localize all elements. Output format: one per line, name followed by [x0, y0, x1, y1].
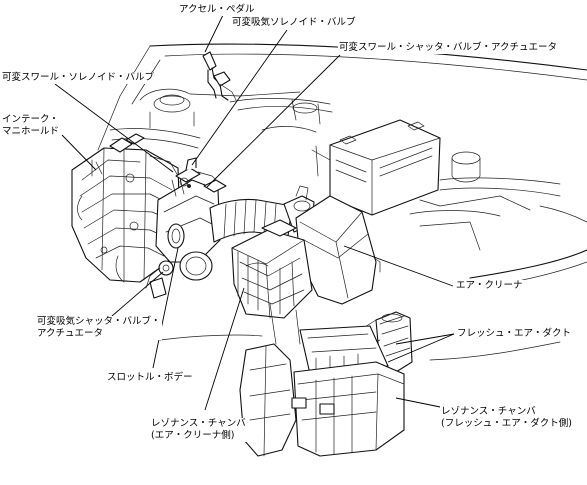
label-resonance-chamber-fd-line1: レゾナンス・チャンバ — [441, 406, 536, 417]
label-accelerator-pedal: アクセル・ペダル — [178, 4, 256, 16]
resonance-chamber-part — [239, 303, 405, 457]
label-vacuum-solenoid-valve: 可変吸気ソレノイド・バルブ — [231, 17, 357, 29]
label-swirl-shutter-actuator-text: 可変スワール・シャッタ・バルブ・アクチュエータ — [339, 42, 558, 53]
label-intake-manifold-line2: マニホールド — [2, 126, 60, 137]
label-intake-manifold-line1: インテーク・ — [2, 114, 59, 125]
air-cleaner-part — [231, 195, 381, 319]
throttle-body-part — [145, 179, 221, 299]
label-intake-manifold: インテーク・ マニホールド — [1, 114, 61, 138]
label-resonance-chamber-fresh-air-duct: レゾナンス・チャンバ (フレッシュ・エア・ダクト側) — [440, 406, 573, 430]
label-air-cleaner-text: エア・クリーナ — [456, 280, 523, 291]
label-swirl-solenoid-valve: 可変スワール・ソレノイド・バルブ — [1, 72, 156, 84]
label-throttle-body-text: スロットル・ボデー — [107, 372, 193, 383]
label-accelerator-pedal-text: アクセル・ペダル — [179, 4, 255, 15]
accelerator-pedal-part — [202, 51, 237, 101]
label-fresh-air-duct-text: フレッシュ・エア・ダクト — [457, 328, 572, 339]
label-shutter-valve-actuator-line1: 可変吸気シャッタ・バルブ・ — [37, 316, 161, 327]
fresh-air-duct-part — [299, 311, 413, 375]
label-vacuum-solenoid-valve-text: 可変吸気ソレノイド・バルブ — [232, 17, 356, 28]
radiator-area — [109, 88, 333, 149]
label-resonance-chamber-air-cleaner: レゾナンス・チャンバ (エア・クリーナ側) — [150, 418, 247, 442]
intake-manifold-part — [71, 133, 181, 283]
label-swirl-solenoid-valve-text: 可変スワール・ソレノイド・バルブ — [2, 72, 155, 83]
brake-reservoir — [409, 151, 587, 251]
label-throttle-body: スロットル・ボデー — [106, 372, 194, 384]
label-resonance-chamber-ac-line2: (エア・クリーナ側) — [151, 430, 235, 441]
label-resonance-chamber-ac-line1: レゾナンス・チャンバ — [151, 418, 246, 429]
label-shutter-valve-actuator: 可変吸気シャッタ・バルブ・ アクチュエータ — [36, 316, 162, 340]
label-swirl-shutter-actuator: 可変スワール・シャッタ・バルブ・アクチュエータ — [338, 42, 559, 54]
label-air-cleaner: エア・クリーナ — [455, 280, 524, 292]
label-shutter-valve-actuator-line2: アクチュエータ — [37, 328, 104, 339]
leader-lines — [54, 12, 456, 411]
label-fresh-air-duct: フレッシュ・エア・ダクト — [456, 328, 573, 340]
label-resonance-chamber-fd-line2: (フレッシュ・エア・ダクト側) — [441, 418, 572, 429]
